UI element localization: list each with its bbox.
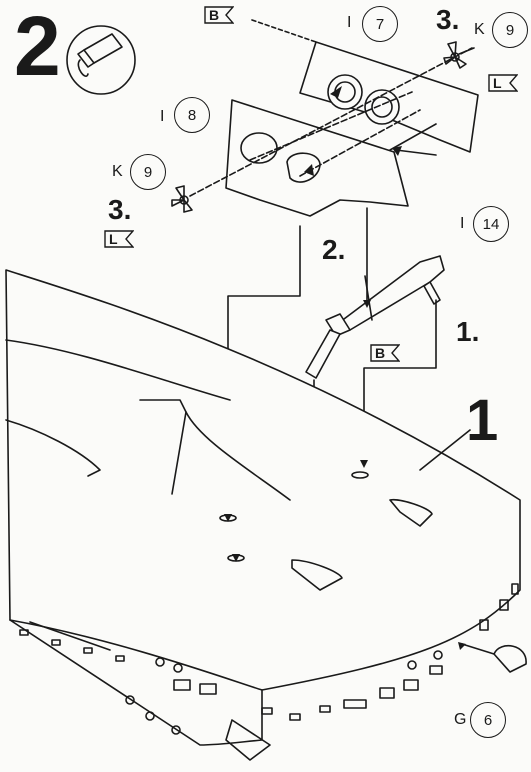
flag-b-mid: B <box>370 344 400 362</box>
ref-k9-top-prefix: K <box>474 21 485 38</box>
ref-i7-number: 7 <box>375 15 385 33</box>
ref-i8-circle: 8 <box>174 97 210 133</box>
ref-i14-prefix: I <box>460 215 465 232</box>
ref-g6-number: 6 <box>483 711 493 729</box>
sequence-1: 1. <box>456 316 480 347</box>
hull-part-number: 1 <box>466 388 499 453</box>
rudder-part-i14 <box>305 255 445 379</box>
ref-g6-circle: 6 <box>470 702 506 738</box>
ref-i14-number: 14 <box>482 215 500 233</box>
sequence-2: 2. <box>322 234 346 265</box>
hull-part-1 <box>5 269 521 761</box>
ref-k9-top-number: 9 <box>505 21 515 39</box>
step-number: 2 <box>14 0 61 93</box>
ref-k9-top-circle: 9 <box>492 12 528 48</box>
propeller-left <box>171 185 193 213</box>
ref-i14-circle: 14 <box>473 206 509 242</box>
part-g6 <box>461 643 527 673</box>
glue-tube-icon <box>66 25 136 95</box>
sequence-3-top: 3. <box>436 4 460 35</box>
porthole-row <box>19 583 519 735</box>
ref-k9-left-circle: 9 <box>130 154 166 190</box>
ref-i8-number: 8 <box>187 106 197 124</box>
flag-l-top: L <box>488 74 518 92</box>
ref-i8-prefix: I <box>160 108 165 125</box>
ref-g6-prefix: G <box>454 711 467 728</box>
ref-k9-left-number: 9 <box>143 163 153 181</box>
ref-i7-circle: 7 <box>362 6 398 42</box>
flag-b-top: B <box>204 6 234 24</box>
ref-k9-left-prefix: K <box>112 163 123 180</box>
flag-l-left: L <box>104 230 134 248</box>
sequence-3-left: 3. <box>108 194 132 225</box>
ref-i7-prefix: I <box>347 14 352 31</box>
